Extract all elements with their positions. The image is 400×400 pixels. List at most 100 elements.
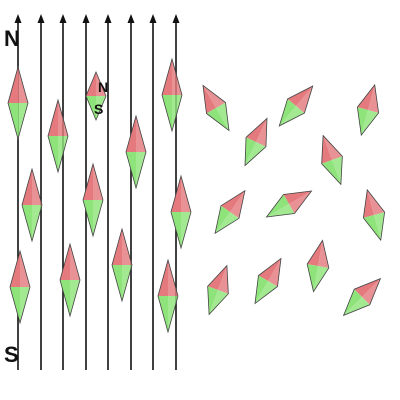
field-line-arrowhead <box>104 14 112 23</box>
needle-outline <box>7 65 29 141</box>
compass-needle <box>244 117 268 167</box>
needle-south-left <box>215 205 230 234</box>
needle-outline <box>202 84 230 132</box>
needle-south-right <box>215 212 240 234</box>
needle-north-right <box>318 240 329 268</box>
needle-north-right <box>203 85 226 108</box>
needle-north-left <box>357 84 375 110</box>
compass-needle <box>356 83 380 137</box>
needle-outline <box>59 242 81 318</box>
needle-south-left <box>343 289 362 316</box>
needle-outline <box>125 114 147 190</box>
needle-south-right <box>266 204 295 217</box>
needle-north-left <box>258 258 281 281</box>
needle-outline <box>278 85 314 127</box>
needle-north-right <box>296 86 313 114</box>
compass-needle <box>21 167 43 243</box>
compass-needle <box>111 227 133 303</box>
needle-south-left <box>206 108 229 131</box>
needle-north-right <box>218 265 229 294</box>
south-pole-label: S <box>4 342 19 367</box>
compass-needle <box>125 114 147 190</box>
compass-needle <box>161 57 183 133</box>
needle-north-right <box>368 84 379 113</box>
needle-south-right <box>255 281 278 304</box>
compass-needle <box>254 257 282 305</box>
needle-outline <box>111 227 133 303</box>
compass-needle <box>342 277 382 317</box>
compass-needle <box>170 174 192 250</box>
needle-north-left <box>354 278 381 297</box>
needle-south-left <box>245 137 256 166</box>
needle-north-right <box>323 135 343 160</box>
compass-needle <box>9 249 31 325</box>
needle-south-left <box>266 194 289 217</box>
needle-north-right <box>230 190 245 219</box>
needle-outline <box>82 162 104 238</box>
needle-south-left <box>363 215 381 241</box>
needle-south-left <box>357 107 368 136</box>
needle-south-left <box>255 275 268 304</box>
compass-needle: NS <box>85 70 108 122</box>
compass-needle <box>214 189 246 235</box>
needle-outline <box>214 189 246 235</box>
needle-south-left <box>279 98 296 126</box>
compass-needle <box>202 84 230 132</box>
field-line-arrowhead <box>127 14 135 23</box>
needle-north-right <box>362 278 381 305</box>
needle-outline <box>342 277 382 317</box>
needle-south-right <box>279 106 305 126</box>
needle-outline <box>306 239 330 293</box>
needle-outline <box>321 134 343 186</box>
needle-north-right <box>268 258 281 287</box>
needle-south-right <box>216 102 229 131</box>
needle-outline <box>244 117 268 167</box>
compass-needle <box>157 258 179 334</box>
needle-outline <box>362 188 386 242</box>
needle-south-letter: S <box>94 101 103 117</box>
needle-south-left <box>307 264 318 292</box>
needle-outline <box>356 83 380 137</box>
field-line-arrowhead <box>149 14 157 23</box>
compass-needle <box>321 134 343 186</box>
needle-south-left <box>207 286 218 315</box>
needle-south-right <box>209 290 229 315</box>
compass-needle <box>59 242 81 318</box>
compass-needle <box>207 264 229 316</box>
needle-south-right <box>332 156 343 185</box>
needle-north-left <box>283 191 312 204</box>
field-line-arrowhead <box>14 14 22 23</box>
compass-needle <box>306 239 330 293</box>
needle-outline <box>161 57 183 133</box>
needle-outline <box>85 70 107 122</box>
needle-south-right <box>374 212 385 241</box>
needle-north-left <box>287 86 313 106</box>
needle-south-left <box>321 160 341 185</box>
needle-north-left <box>321 135 332 164</box>
compass-needle <box>82 162 104 238</box>
needle-outline <box>47 98 69 174</box>
north-pole-label: N <box>4 26 20 51</box>
needle-outline <box>9 249 31 325</box>
random-needles <box>202 83 386 317</box>
needle-north-left <box>207 265 227 290</box>
compass-needle <box>7 65 29 141</box>
needle-outline <box>170 174 192 250</box>
field-line-arrowhead <box>59 14 67 23</box>
needle-north-left <box>363 189 374 218</box>
aligned-needles: NS <box>7 57 192 334</box>
needle-north-right <box>367 189 385 215</box>
needle-south-right <box>245 142 266 166</box>
field-line-arrowhead <box>37 14 45 23</box>
needle-outline <box>21 167 43 243</box>
needle-north-right <box>256 118 267 147</box>
needle-outline <box>254 257 282 305</box>
field-line-arrowhead <box>172 14 180 23</box>
needle-north-left <box>246 118 267 142</box>
compass-needle <box>362 188 386 242</box>
needle-north-left <box>203 85 216 114</box>
compass-needle <box>265 190 313 218</box>
needle-north-left <box>220 190 245 212</box>
needle-south-right <box>343 297 370 316</box>
